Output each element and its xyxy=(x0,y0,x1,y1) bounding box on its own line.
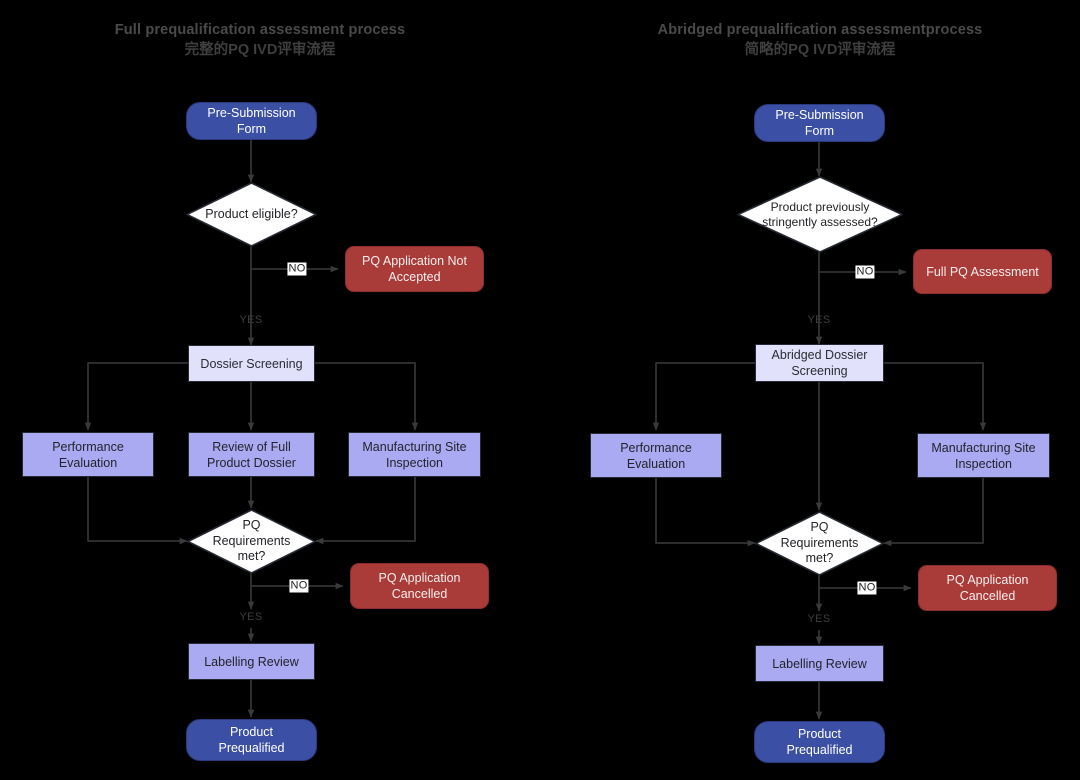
node-left-manufacturing-site-inspection[interactable]: Manufacturing Site Inspection xyxy=(348,432,481,477)
node-right-decision-pq-requirements-met-label: PQ Requirements met? xyxy=(780,520,859,566)
node-left-product-prequalified[interactable]: Product Prequalified xyxy=(186,719,317,761)
node-right-labelling-review[interactable]: Labelling Review xyxy=(755,645,884,682)
node-left-pre-submission-form[interactable]: Pre-Submission Form xyxy=(186,102,317,140)
right-title-zh: 简略的PQ IVD评审流程 xyxy=(744,42,896,59)
node-right-pre-submission-form[interactable]: Pre-Submission Form xyxy=(754,104,885,142)
edge-left-screening-to-inspection xyxy=(315,362,419,431)
left-title-zh: 完整的PQ IVD评审流程 xyxy=(184,42,336,59)
edge-right-screening-to-inspection xyxy=(884,362,987,431)
node-left-pq-application-not-accepted[interactable]: PQ Application Not Accepted xyxy=(345,246,484,292)
edge-label-right-stringent-no: NO xyxy=(855,265,875,279)
node-left-decision-product-eligible[interactable]: Product eligible? xyxy=(186,182,317,247)
edge-left-inspection-to-requirements xyxy=(315,476,416,545)
node-left-dossier-screening[interactable]: Dossier Screening xyxy=(188,345,315,382)
node-right-decision-previously-stringently-assessed-label: Product previously stringently assessed? xyxy=(762,199,878,229)
node-left-performance-evaluation[interactable]: Performance Evaluation xyxy=(22,432,154,477)
node-left-decision-pq-requirements-met-label: PQ Requirements met? xyxy=(212,518,291,564)
diamond-shape xyxy=(187,509,316,574)
node-left-review-of-full-product-dossier[interactable]: Review of Full Product Dossier xyxy=(188,432,315,477)
right-title-en: Abridged prequalification assessmentproc… xyxy=(657,22,983,38)
node-right-abridged-dossier-screening[interactable]: Abridged Dossier Screening xyxy=(755,344,884,382)
diamond-shape xyxy=(737,176,903,253)
node-left-decision-pq-requirements-met[interactable]: PQ Requirements met? xyxy=(187,509,316,574)
node-right-product-prequalified[interactable]: Product Prequalified xyxy=(754,721,885,763)
diamond-shape xyxy=(755,511,884,576)
edge-label-left-eligible-no: NO xyxy=(287,262,307,276)
node-right-decision-previously-stringently-assessed[interactable]: Product previously stringently assessed? xyxy=(737,176,903,253)
left-title-en: Full prequalification assessment process xyxy=(114,22,406,38)
edge-label-right-requirements-yes: YES xyxy=(807,613,831,625)
node-left-labelling-review[interactable]: Labelling Review xyxy=(188,643,315,680)
node-right-performance-evaluation[interactable]: Performance Evaluation xyxy=(590,433,722,478)
edge-label-left-requirements-no: NO xyxy=(289,579,309,593)
node-left-decision-product-eligible-label: Product eligible? xyxy=(205,206,298,221)
right-title-block: Abridged prequalification assessmentproc… xyxy=(620,21,1020,59)
node-right-pq-application-cancelled[interactable]: PQ Application Cancelled xyxy=(918,565,1057,611)
node-right-manufacturing-site-inspection[interactable]: Manufacturing Site Inspection xyxy=(917,433,1050,478)
node-right-decision-pq-requirements-met[interactable]: PQ Requirements met? xyxy=(755,511,884,576)
edge-left-screening-to-performance xyxy=(84,362,188,431)
node-right-full-pq-assessment[interactable]: Full PQ Assessment xyxy=(913,249,1052,294)
left-title-block: Full prequalification assessment process… xyxy=(60,21,460,59)
edge-label-left-eligible-yes: YES xyxy=(239,314,263,326)
edge-left-performance-to-requirements xyxy=(87,476,188,545)
edge-right-performance-to-requirements xyxy=(655,477,756,547)
edge-right-inspection-to-requirements xyxy=(883,477,984,547)
edge-label-right-stringent-yes: YES xyxy=(807,314,831,326)
edge-right-screening-to-performance xyxy=(652,362,755,431)
diamond-shape xyxy=(186,182,317,247)
node-left-pq-application-cancelled[interactable]: PQ Application Cancelled xyxy=(350,563,489,609)
edge-label-left-requirements-yes: YES xyxy=(239,611,263,623)
edge-label-right-requirements-no: NO xyxy=(857,581,877,595)
